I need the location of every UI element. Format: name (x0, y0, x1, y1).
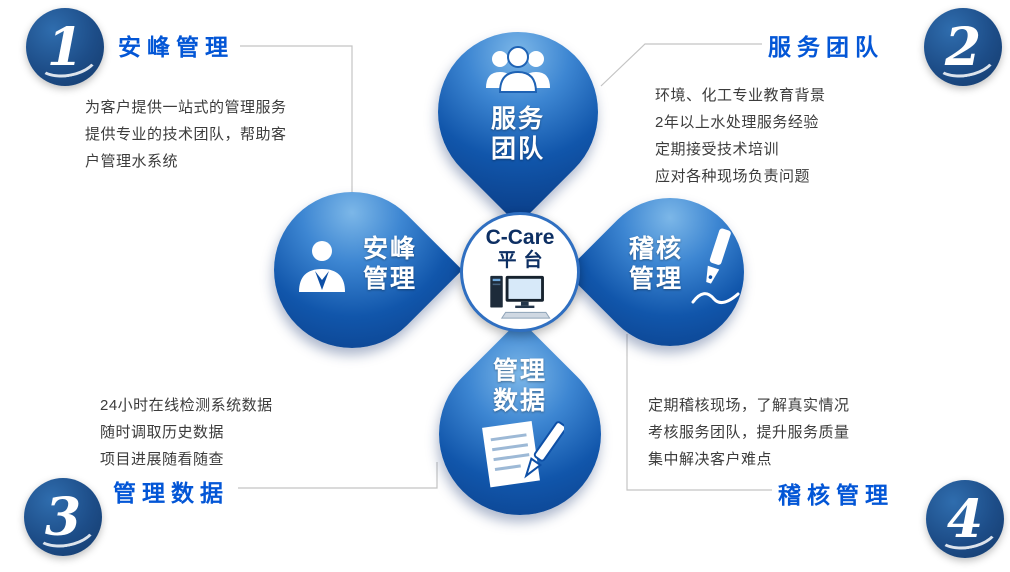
computer-icon (488, 274, 552, 325)
section-title-audit-management: 稽核管理 (778, 482, 894, 508)
petal-label-line: 团队 (490, 135, 545, 163)
petal-label-audit-management: 稽核 管理 (618, 234, 694, 294)
number-badge-2: 2 (924, 8, 1002, 86)
text-line: 定期稽核现场，了解真实情况 (648, 397, 850, 414)
petal-label-line: 安峰 (362, 235, 417, 263)
petal-label-anfeng-management: 安峰 管理 (352, 234, 428, 294)
petal-label-line: 管理 (628, 265, 683, 293)
petal-label-line: 稽核 (628, 235, 683, 263)
person-icon (294, 238, 350, 301)
document-pen-icon (476, 416, 567, 499)
section-title-service-team: 服务团队 (768, 34, 884, 60)
badge-number: 2 (944, 16, 982, 78)
text-line: 为客户提供一站式的管理服务 (85, 99, 287, 116)
number-badge-4: 4 (926, 480, 1004, 558)
team-icon (480, 44, 556, 101)
pen-icon (688, 226, 744, 321)
text-line: 24小时在线检测系统数据 (100, 397, 273, 414)
petal-label-service-team: 服务 团队 (438, 104, 598, 164)
text-line: 应对各种现场负责问题 (655, 168, 811, 185)
text-line: 环境、化工专业教育背景 (655, 87, 826, 104)
section-text-anfeng-management: 为客户提供一站式的管理服务 提供专业的技术团队，帮助客 户管理水系统 (85, 94, 287, 175)
badge-number: 4 (946, 488, 984, 550)
text-line: 考核服务团队，提升服务质量 (648, 424, 850, 441)
section-text-service-team: 环境、化工专业教育背景 2年以上水处理服务经验 定期接受技术培训 应对各种现场负… (655, 82, 826, 190)
text-line: 定期接受技术培训 (655, 141, 780, 158)
number-badge-1: 1 (26, 8, 104, 86)
section-text-management-data: 24小时在线检测系统数据 随时调取历史数据 项目进展随看随查 (100, 392, 273, 473)
petal-label-line: 服务 (490, 105, 545, 133)
section-title-anfeng-management: 安峰管理 (118, 34, 234, 60)
petal-label-line: 管理 (492, 357, 547, 385)
text-line: 随时调取历史数据 (100, 424, 225, 441)
number-badge-3: 3 (24, 478, 102, 556)
center-hub: C-Care 平台 (460, 212, 580, 332)
text-line: 提供专业的技术团队，帮助客 (85, 126, 287, 143)
text-line: 集中解决客户难点 (648, 451, 773, 468)
petal-label-line: 管理 (362, 265, 417, 293)
text-line: 户管理水系统 (85, 153, 179, 170)
section-text-audit-management: 定期稽核现场，了解真实情况 考核服务团队，提升服务质量 集中解决客户难点 (648, 392, 850, 473)
hub-platform-label: 平台 (497, 250, 550, 271)
badge-number: 3 (44, 486, 82, 548)
section-title-management-data: 管理数据 (113, 480, 229, 506)
text-line: 2年以上水处理服务经验 (655, 114, 819, 131)
petal-label-management-data: 管理 数据 (440, 356, 600, 416)
hub-brand: C-Care (485, 226, 555, 249)
petal-label-line: 数据 (492, 387, 547, 415)
text-line: 项目进展随看随查 (100, 451, 225, 468)
badge-number: 1 (46, 16, 84, 78)
